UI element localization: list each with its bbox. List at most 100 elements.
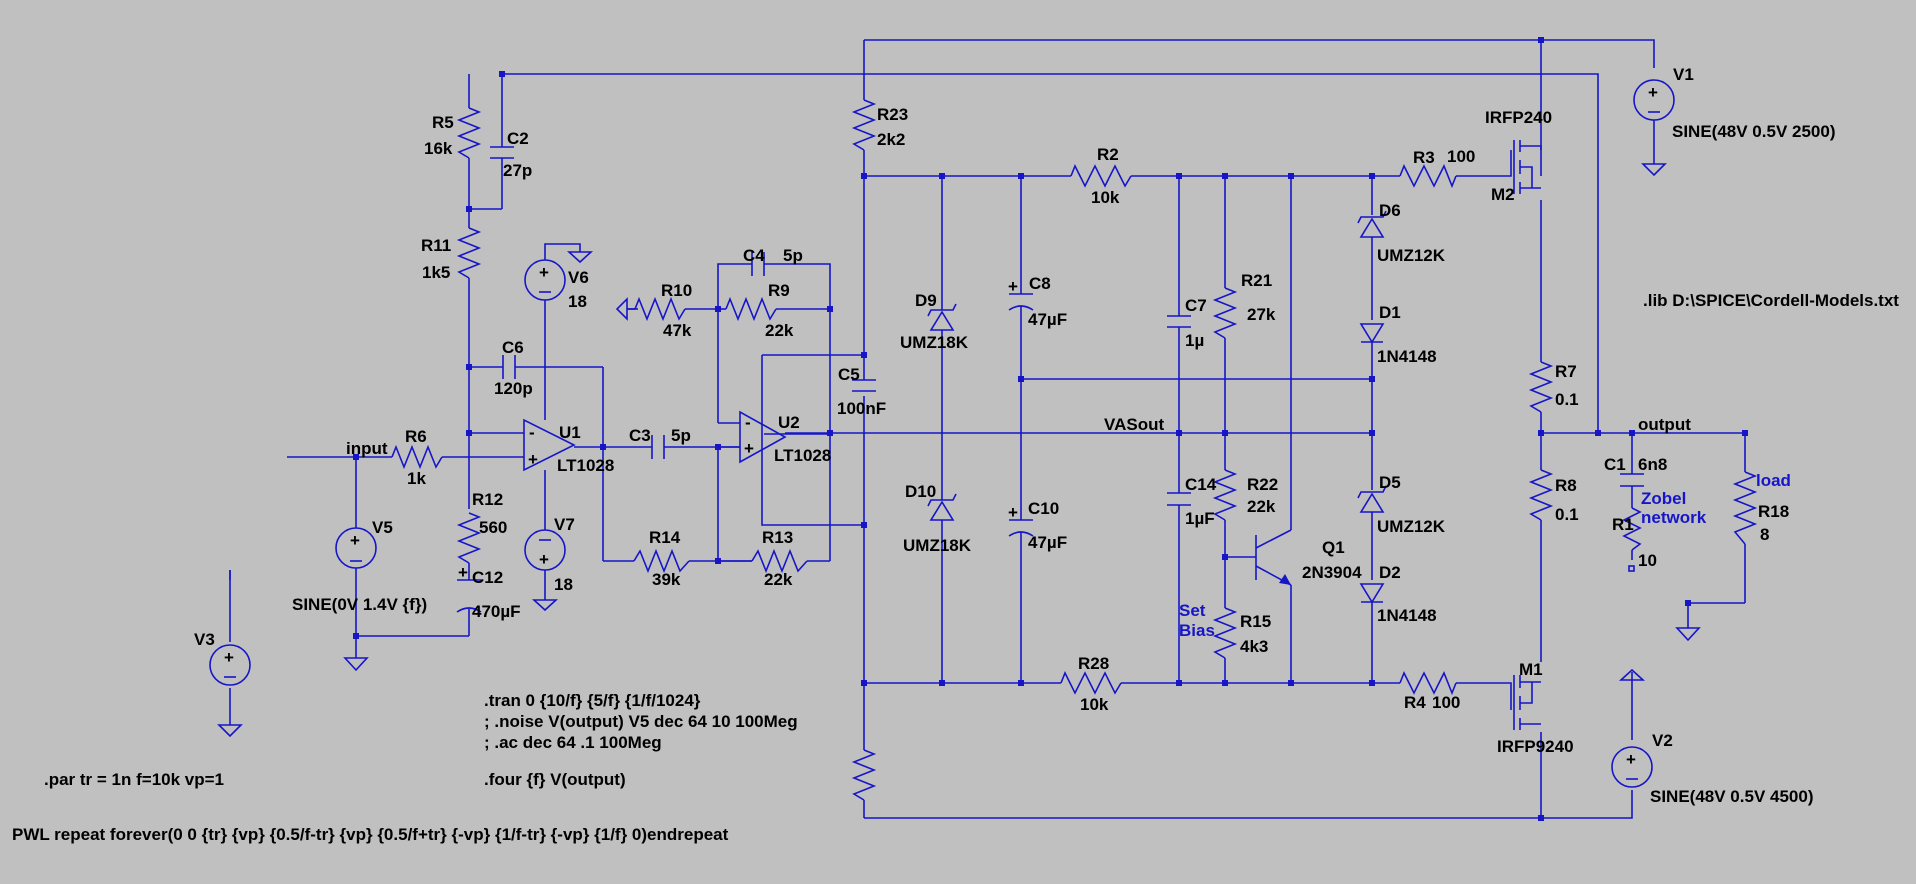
label-r1: R1 [1612, 515, 1634, 534]
label-m2: M2 [1491, 185, 1515, 204]
label-d5: D5 [1379, 473, 1401, 492]
resistor-r22 [1212, 469, 1238, 521]
svg-text:+: + [539, 263, 549, 282]
capacitor-c4 [751, 252, 765, 276]
label-v6: V6 [568, 268, 589, 287]
svg-text:+: + [744, 439, 754, 458]
spice-ac-comment: ; .ac dec 64 .1 100Meg [484, 733, 662, 752]
zobel-note-2: network [1641, 508, 1707, 527]
capacitor-c2 [490, 146, 514, 159]
label-d1-model: 1N4148 [1377, 347, 1437, 366]
label-r3: R3 [1413, 148, 1435, 167]
capacitors: + + + [456, 146, 1644, 613]
label-r14: R14 [649, 528, 681, 547]
resistor-r23 [851, 99, 877, 151]
label-r8: R8 [1555, 476, 1577, 495]
ground-icon [343, 657, 369, 672]
mosfet-m1 [1491, 675, 1541, 730]
net-vasout: VASout [1104, 415, 1164, 434]
ground-icon [615, 297, 628, 321]
capacitor-c3 [651, 435, 665, 459]
opamp-u2: - + [739, 410, 787, 464]
capacitor-c8: + [1008, 277, 1034, 311]
label-c7: C7 [1185, 296, 1207, 315]
label-d6: D6 [1379, 201, 1401, 220]
diode-d1 [1359, 323, 1385, 344]
label-r22: R22 [1247, 475, 1278, 494]
zener-d5 [1357, 485, 1387, 513]
net-output: output [1638, 415, 1691, 434]
label-u1: U1 [559, 423, 581, 442]
resistor-r9 [725, 296, 777, 322]
label-v3: V3 [194, 630, 215, 649]
svg-text:+: + [1626, 750, 1636, 769]
resistor-r1 [1622, 507, 1642, 551]
set-bias-note-2: Bias [1179, 621, 1215, 640]
label-r23: R23 [877, 105, 908, 124]
label-c5-value: 100nF [837, 399, 886, 418]
capacitor-c1 [1620, 473, 1644, 487]
source-v5: + [335, 527, 377, 569]
label-r14-value: 39k [652, 570, 681, 589]
spice-noise-comment: ; .noise V(output) V5 dec 64 10 100Meg [484, 712, 798, 731]
resistor-r10 [634, 296, 686, 322]
resistor-r14 [633, 548, 690, 574]
label-d5-model: UMZ12K [1377, 517, 1446, 536]
label-c8: C8 [1029, 274, 1051, 293]
label-r2: R2 [1097, 145, 1119, 164]
label-r15-value: 4k3 [1240, 637, 1268, 656]
resistor-r28 [1060, 671, 1122, 695]
label-r5-value: 16k [424, 139, 453, 158]
label-irfp240: IRFP240 [1485, 108, 1552, 127]
load-note: load [1756, 471, 1791, 490]
capacitor-c5 [852, 379, 876, 392]
label-r12: R12 [472, 490, 503, 509]
label-u1-model: LT1028 [557, 456, 614, 475]
label-r12-value: 560 [479, 518, 507, 537]
ground-icon [531, 599, 559, 612]
label-r8-value: 0.1 [1555, 505, 1579, 524]
label-r9: R9 [768, 281, 790, 300]
svg-text:+: + [1008, 277, 1018, 296]
resistor-r2 [1070, 164, 1132, 188]
resistor-r21 [1212, 287, 1238, 339]
label-v6-value: 18 [568, 292, 587, 311]
resistor-r11 [456, 227, 482, 279]
label-r2-value: 10k [1091, 188, 1120, 207]
spice-pwl-source: PWL repeat forever(0 0 {tr} {vp} {0.5/f-… [12, 825, 729, 844]
resistor-r6 [391, 444, 443, 470]
zener-d10 [927, 493, 957, 521]
svg-text:+: + [539, 550, 549, 569]
label-c6: C6 [502, 338, 524, 357]
source-v6: + [524, 259, 566, 301]
resistor-r15 [1212, 607, 1238, 659]
svg-text:-: - [745, 413, 751, 432]
label-c10: C10 [1028, 499, 1059, 518]
ground-icon [566, 251, 594, 264]
label-q1-model: 2N3904 [1302, 563, 1362, 582]
label-r10-value: 47k [663, 321, 692, 340]
grounds [217, 163, 1701, 738]
label-r11-value: 1k5 [422, 263, 450, 282]
capacitor-c12: + [456, 563, 482, 613]
capacitor-c6 [502, 355, 516, 379]
ground-icon [1618, 668, 1646, 681]
resistor-r8 [1528, 469, 1554, 521]
mosfet-m2 [1491, 140, 1542, 194]
source-v3: + [209, 644, 251, 686]
opamps: - + - + [523, 410, 787, 472]
net-input: input [346, 439, 388, 458]
label-v7-value: 18 [554, 575, 573, 594]
label-v5: V5 [372, 518, 393, 537]
label-r10: R10 [661, 281, 692, 300]
label-d2: D2 [1379, 563, 1401, 582]
label-r13-value: 22k [764, 570, 793, 589]
bjt-q1 [1255, 529, 1292, 586]
labels: R5 16k C2 27p R11 1k5 V6 18 C6 120p R6 1… [12, 65, 1899, 844]
svg-text:+: + [528, 450, 538, 469]
svg-text:+: + [350, 531, 360, 550]
label-c8-value: 47µF [1028, 310, 1067, 329]
spice-lib-directive: .lib D:\SPICE\Cordell-Models.txt [1643, 291, 1899, 310]
label-c4: C4 [743, 246, 765, 265]
